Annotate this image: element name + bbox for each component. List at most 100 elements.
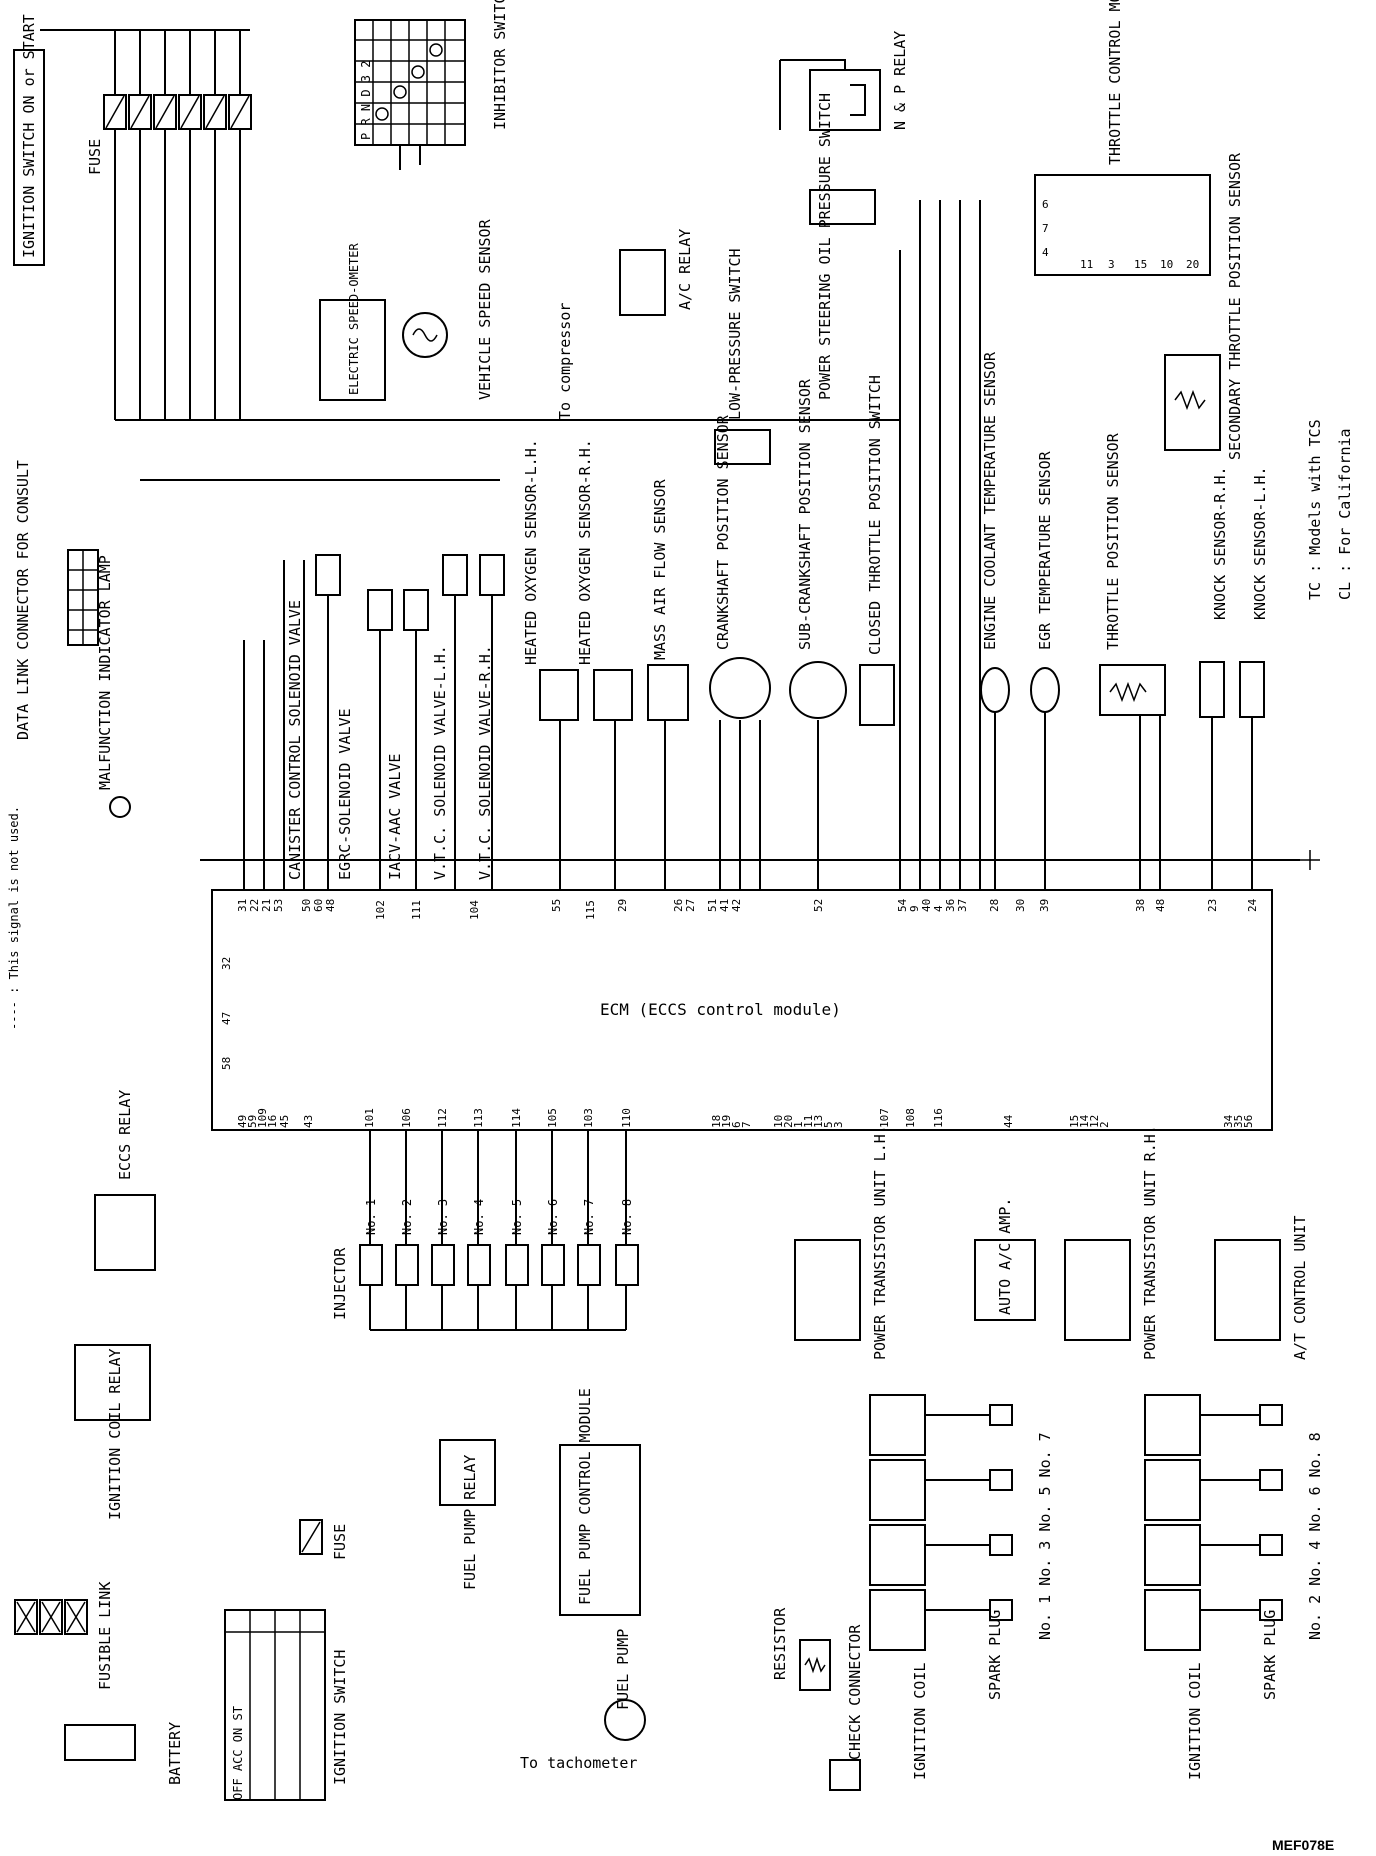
injector-no8: No. 8 xyxy=(620,1199,634,1235)
ho2s-rh-label: HEATED OXYGEN SENSOR-R.H. xyxy=(576,439,594,665)
fusible-link-label: FUSIBLE LINK xyxy=(96,1582,114,1690)
svg-text:38: 38 xyxy=(1134,899,1147,912)
ctps-label: CLOSED THROTTLE POSITION SWITCH xyxy=(866,375,884,655)
svg-text:41: 41 xyxy=(718,899,731,912)
svg-text:4: 4 xyxy=(932,905,945,912)
ecm-bottom-pins: 49 59 109 16 45 43 101 106 112 113 114 1… xyxy=(236,1108,1255,1128)
svg-text:12: 12 xyxy=(1088,1115,1101,1128)
at-control-unit xyxy=(1214,1239,1281,1341)
fuse-bottom-label: FUSE xyxy=(331,1524,349,1560)
svg-text:37: 37 xyxy=(956,899,969,912)
svg-text:52: 52 xyxy=(812,899,825,912)
at-control-label: A/T CONTROL UNIT xyxy=(1291,1216,1309,1361)
svg-text:39: 39 xyxy=(1038,899,1051,912)
svg-text:11: 11 xyxy=(1080,258,1093,271)
svg-text:30: 30 xyxy=(1014,899,1027,912)
data-link-label: DATA LINK CONNECTOR FOR CONSULT xyxy=(14,460,32,740)
svg-text:56: 56 xyxy=(1242,1115,1255,1128)
fuse-top-label: FUSE xyxy=(86,139,104,175)
svg-text:116: 116 xyxy=(932,1108,945,1128)
fuel-pump-control-module xyxy=(559,1444,641,1616)
legend: TC : Models with TCS CL : For California xyxy=(1306,419,1354,600)
check-connector xyxy=(829,1759,861,1791)
battery xyxy=(64,1724,136,1761)
auto-ac-amp xyxy=(974,1239,1036,1321)
svg-text:49: 49 xyxy=(236,1115,249,1128)
egr-temp-sensor-icon xyxy=(1030,667,1060,713)
svg-text:109: 109 xyxy=(256,1108,269,1128)
ignition-switch-label: IGNITION SWITCH xyxy=(331,1650,349,1785)
egrc-label: EGRC-SOLENOID VALVE xyxy=(336,708,354,880)
svg-text:19: 19 xyxy=(720,1115,733,1128)
fusible-links xyxy=(14,1599,88,1635)
injector-no3: No. 3 xyxy=(436,1199,450,1235)
ckp-sensor-icon xyxy=(709,657,771,719)
ignition-coils-left xyxy=(869,1394,926,1651)
ecm-box xyxy=(211,889,1273,1131)
inhibitor-label: INHIBITOR SWITCH xyxy=(491,0,509,130)
ignition-coil-relay-label: IGNITION COIL RELAY xyxy=(106,1348,124,1520)
prnd-label: P R N D 3 2 xyxy=(359,61,373,140)
sub-ckp-label: SUB-CRANKSHAFT POSITION SENSOR xyxy=(796,378,814,650)
svg-text:107: 107 xyxy=(878,1108,891,1128)
vss-label: VEHICLE SPEED SENSOR xyxy=(476,218,494,400)
spark-plugs-left xyxy=(925,1404,1013,1621)
svg-text:2: 2 xyxy=(1098,1121,1111,1128)
ect-label: ENGINE COOLANT TEMPERATURE SENSOR xyxy=(981,351,999,650)
power-transistor-rh xyxy=(1064,1239,1131,1341)
svg-text:7: 7 xyxy=(1042,222,1049,235)
svg-text:1: 1 xyxy=(792,1121,805,1128)
svg-text:22: 22 xyxy=(248,899,261,912)
maf-label: MASS AIR FLOW SENSOR xyxy=(651,478,669,660)
svg-text:3: 3 xyxy=(832,1121,845,1128)
iacv-label: IACV-AAC VALVE xyxy=(386,754,404,880)
check-connector-label: CHECK CONNECTOR xyxy=(846,1624,864,1760)
injector-no6: No. 6 xyxy=(546,1199,560,1235)
svg-text:9: 9 xyxy=(908,905,921,912)
svg-text:44: 44 xyxy=(1002,1114,1015,1128)
svg-text:42: 42 xyxy=(730,899,743,912)
svg-text:13: 13 xyxy=(812,1115,825,1128)
fpcm-label: FUEL PUMP CONTROL MODULE xyxy=(576,1388,594,1605)
svg-text:3: 3 xyxy=(1108,258,1115,271)
tcm-label: THROTTLE CONTROL MODULE xyxy=(1106,0,1124,165)
svg-text:114: 114 xyxy=(510,1108,523,1128)
svg-text:60: 60 xyxy=(312,899,325,912)
svg-text:106: 106 xyxy=(400,1108,413,1128)
svg-text:10: 10 xyxy=(1160,258,1173,271)
ctps-switch xyxy=(859,664,895,726)
svg-text:20: 20 xyxy=(1186,258,1199,271)
svg-text:48: 48 xyxy=(324,899,337,912)
injectors xyxy=(359,1130,639,1331)
ho2s-lh-label: HEATED OXYGEN SENSOR-L.H. xyxy=(522,439,540,665)
ign-sw-header: OFF ACC ON ST xyxy=(231,1706,245,1800)
svg-text:51: 51 xyxy=(706,899,719,912)
svg-text:31: 31 xyxy=(236,899,249,912)
even-plugs-label: No. 2 No. 4 No. 6 No. 8 xyxy=(1306,1432,1324,1640)
ignition-coil-relay xyxy=(74,1344,151,1421)
injector-numbers: No. 1 No. 2 No. 3 No. 4 No. 5 No. 6 No. … xyxy=(364,1199,634,1235)
secondary-tps xyxy=(1164,354,1221,451)
power-transistor-lh xyxy=(794,1239,861,1341)
ac-relay-label: A/C RELAY xyxy=(676,229,694,310)
svg-text:48: 48 xyxy=(1154,899,1167,912)
top-fuse-bus xyxy=(40,29,252,420)
power-tr-lh-label: POWER TRANSISTOR UNIT L.H. xyxy=(871,1125,889,1360)
battery-label: BATTERY xyxy=(166,1722,184,1785)
np-relay xyxy=(779,59,881,131)
injector-no5: No. 5 xyxy=(510,1199,524,1235)
injector-no7: No. 7 xyxy=(582,1199,596,1235)
injector-label: INJECTOR xyxy=(331,1247,349,1320)
fuel-pump-label: FUEL PUMP xyxy=(614,1629,632,1710)
tps-label: THROTTLE POSITION SENSOR xyxy=(1104,432,1122,650)
data-link-connector xyxy=(67,549,99,646)
ho2s-lh xyxy=(539,669,579,721)
ignition-switch-grid: OFF ACC ON ST xyxy=(224,1609,326,1801)
electric-speedometer xyxy=(319,299,386,401)
solenoid-valves xyxy=(315,554,505,631)
svg-text:45: 45 xyxy=(278,1115,291,1128)
knock-sensor-lh xyxy=(1239,661,1265,718)
sensor-wires xyxy=(115,200,1320,890)
injector-no2: No. 2 xyxy=(400,1199,414,1235)
